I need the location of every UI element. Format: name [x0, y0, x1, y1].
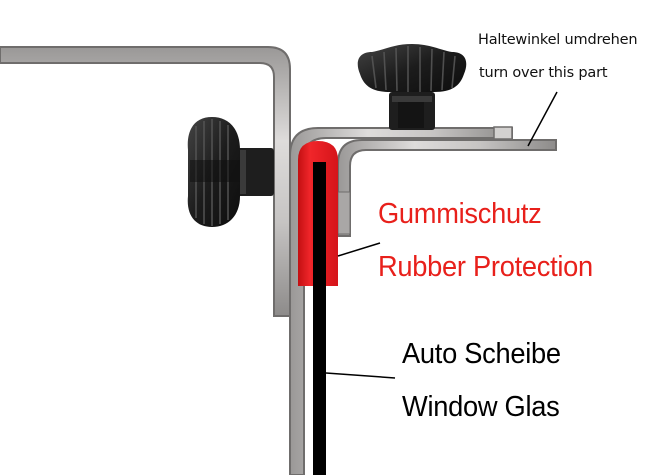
right-bracket-plate — [337, 139, 557, 237]
window-glass — [313, 162, 326, 475]
window-glass-pane — [313, 162, 326, 475]
leader-line-top — [527, 91, 558, 147]
label-rubber-de: Gummischutz — [378, 198, 542, 230]
label-turn-over-de: Haltewinkel umdrehen — [478, 32, 638, 48]
leader-line-rubber — [337, 242, 381, 257]
left-bracket — [0, 46, 291, 317]
label-glass-en: Window Glas — [402, 391, 560, 423]
right-bracket — [337, 126, 557, 237]
label-glass-de: Auto Scheibe — [402, 338, 561, 370]
label-turn-over-en: turn over this part — [479, 65, 608, 81]
leader-line-glass — [325, 372, 396, 379]
leader-lines — [325, 91, 558, 379]
top-knob-icon — [357, 44, 467, 130]
bracket-tab — [493, 126, 513, 140]
side-knob-icon — [187, 117, 274, 227]
label-rubber-en: Rubber Protection — [378, 251, 593, 283]
